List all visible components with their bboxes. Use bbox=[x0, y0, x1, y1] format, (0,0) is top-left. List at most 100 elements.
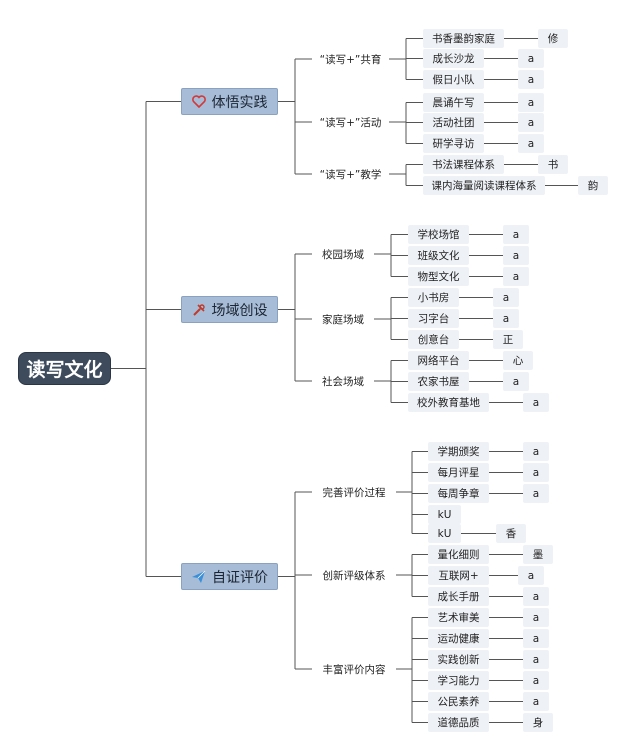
item-node-label: 研学寻访 bbox=[432, 138, 475, 150]
leaf-node[interactable]: a bbox=[523, 393, 549, 412]
group-node[interactable]: 校园场域 bbox=[312, 245, 374, 263]
leaf-node[interactable]: a bbox=[503, 372, 529, 391]
leaf-node[interactable]: 书 bbox=[538, 155, 568, 174]
item-node[interactable]: kU bbox=[428, 524, 461, 543]
item-node[interactable]: 物型文化 bbox=[408, 267, 469, 286]
leaf-node[interactable]: a bbox=[523, 608, 549, 627]
item-node-label: 成长手册 bbox=[437, 591, 480, 603]
item-node[interactable]: 晨诵午写 bbox=[423, 93, 484, 112]
leaf-node[interactable]: a bbox=[523, 629, 549, 648]
root-node[interactable]: 读写文化 bbox=[18, 352, 111, 385]
leaf-node-label: 身 bbox=[532, 717, 544, 729]
item-node[interactable]: 成长手册 bbox=[428, 587, 489, 606]
leaf-node-label: a bbox=[532, 653, 540, 666]
paper-plane-icon bbox=[191, 570, 206, 584]
item-node[interactable]: 学习能力 bbox=[428, 671, 489, 690]
leaf-node-label: a bbox=[527, 52, 535, 65]
item-node[interactable]: 网络平台 bbox=[408, 351, 469, 370]
item-node[interactable]: 研学寻访 bbox=[423, 134, 484, 153]
item-node[interactable]: 艺术审美 bbox=[428, 608, 489, 627]
group-node[interactable]: “读写+”活动 bbox=[312, 113, 389, 131]
item-node-label: 创意台 bbox=[417, 334, 450, 346]
item-node-label: 互联网+ bbox=[438, 570, 479, 582]
leaf-node-label: a bbox=[502, 312, 510, 325]
leaf-node-label: 心 bbox=[512, 355, 524, 367]
leaf-node[interactable]: 心 bbox=[503, 351, 533, 370]
group-node-label: 完善评价过程 bbox=[322, 486, 386, 499]
leaf-node[interactable]: a bbox=[523, 671, 549, 690]
leaf-node[interactable]: a bbox=[523, 587, 549, 606]
leaf-node-label: a bbox=[532, 590, 540, 603]
leaf-node-label: a bbox=[512, 375, 520, 388]
leaf-node[interactable]: a bbox=[523, 463, 549, 482]
heart-icon bbox=[191, 95, 206, 108]
leaf-node-label: a bbox=[532, 611, 540, 624]
item-node[interactable]: 互联网+ bbox=[428, 566, 489, 585]
branch-node[interactable]: 场域创设 bbox=[181, 296, 278, 323]
item-node-label: 学期颁奖 bbox=[437, 446, 480, 458]
leaf-node[interactable]: a bbox=[518, 49, 544, 68]
leaf-node[interactable]: a bbox=[503, 267, 529, 286]
branch-node[interactable]: 自证评价 bbox=[181, 563, 278, 590]
leaf-node[interactable]: a bbox=[523, 484, 549, 503]
leaf-node[interactable]: 正 bbox=[493, 330, 523, 349]
item-node[interactable]: 班级文化 bbox=[408, 246, 469, 265]
item-node-label: 班级文化 bbox=[417, 250, 460, 262]
item-node-label: 学校场馆 bbox=[417, 229, 460, 241]
leaf-node[interactable]: 修 bbox=[538, 29, 568, 48]
leaf-node[interactable]: 韵 bbox=[578, 176, 608, 195]
leaf-node[interactable]: a bbox=[523, 442, 549, 461]
group-node[interactable]: 社会场域 bbox=[312, 372, 374, 390]
leaf-node[interactable]: a bbox=[493, 288, 519, 307]
item-node[interactable]: 习字台 bbox=[408, 309, 459, 328]
item-node[interactable]: 创意台 bbox=[408, 330, 459, 349]
leaf-node[interactable]: a bbox=[518, 70, 544, 89]
group-node[interactable]: 丰富评价内容 bbox=[312, 660, 396, 678]
item-node[interactable]: 假日小队 bbox=[423, 70, 484, 89]
group-node[interactable]: 家庭场域 bbox=[312, 310, 374, 328]
tools-icon bbox=[192, 303, 206, 317]
branch-node[interactable]: 体悟实践 bbox=[181, 88, 278, 115]
leaf-node[interactable]: a bbox=[518, 113, 544, 132]
item-node[interactable]: kU bbox=[428, 505, 461, 524]
item-node[interactable]: 每周争章 bbox=[428, 484, 489, 503]
group-node[interactable]: “读写+”共育 bbox=[312, 50, 389, 68]
leaf-node[interactable]: 香 bbox=[496, 524, 526, 543]
leaf-node[interactable]: a bbox=[523, 692, 549, 711]
leaf-node[interactable]: 墨 bbox=[523, 545, 553, 564]
item-node[interactable]: 学期颁奖 bbox=[428, 442, 489, 461]
item-node[interactable]: 量化细则 bbox=[428, 545, 489, 564]
group-node[interactable]: 创新评级体系 bbox=[312, 566, 396, 584]
item-node[interactable]: 校外教育基地 bbox=[408, 393, 489, 412]
item-node-label: 习字台 bbox=[417, 313, 450, 325]
leaf-node[interactable]: a bbox=[503, 246, 529, 265]
leaf-node-label: a bbox=[502, 291, 510, 304]
item-node-label: 学习能力 bbox=[437, 675, 480, 687]
leaf-node[interactable]: a bbox=[503, 225, 529, 244]
leaf-node-label: 书 bbox=[547, 159, 559, 171]
leaf-node[interactable]: a bbox=[518, 566, 544, 585]
item-node[interactable]: 农家书屋 bbox=[408, 372, 469, 391]
item-node[interactable]: 活动社团 bbox=[423, 113, 484, 132]
group-node[interactable]: 完善评价过程 bbox=[312, 483, 396, 501]
leaf-node[interactable]: a bbox=[523, 650, 549, 669]
item-node[interactable]: 每月评星 bbox=[428, 463, 489, 482]
item-node-label: 量化细则 bbox=[437, 549, 480, 561]
item-node[interactable]: 成长沙龙 bbox=[423, 49, 484, 68]
leaf-node[interactable]: a bbox=[518, 93, 544, 112]
leaf-node[interactable]: a bbox=[493, 309, 519, 328]
item-node[interactable]: 学校场馆 bbox=[408, 225, 469, 244]
item-node[interactable]: 运动健康 bbox=[428, 629, 489, 648]
leaf-node[interactable]: a bbox=[518, 134, 544, 153]
group-node[interactable]: “读写+”教学 bbox=[312, 165, 389, 183]
item-node-label: kU bbox=[437, 508, 452, 521]
item-node[interactable]: 小书房 bbox=[408, 288, 459, 307]
item-node[interactable]: 公民素养 bbox=[428, 692, 489, 711]
item-node[interactable]: 实践创新 bbox=[428, 650, 489, 669]
item-node[interactable]: 书法课程体系 bbox=[423, 155, 504, 174]
item-node[interactable]: 书香墨韵家庭 bbox=[423, 29, 504, 48]
branch-label: 自证评价 bbox=[212, 569, 268, 586]
item-node[interactable]: 道德品质 bbox=[428, 713, 489, 732]
item-node[interactable]: 课内海量阅读课程体系 bbox=[423, 176, 545, 195]
leaf-node[interactable]: 身 bbox=[523, 713, 553, 732]
